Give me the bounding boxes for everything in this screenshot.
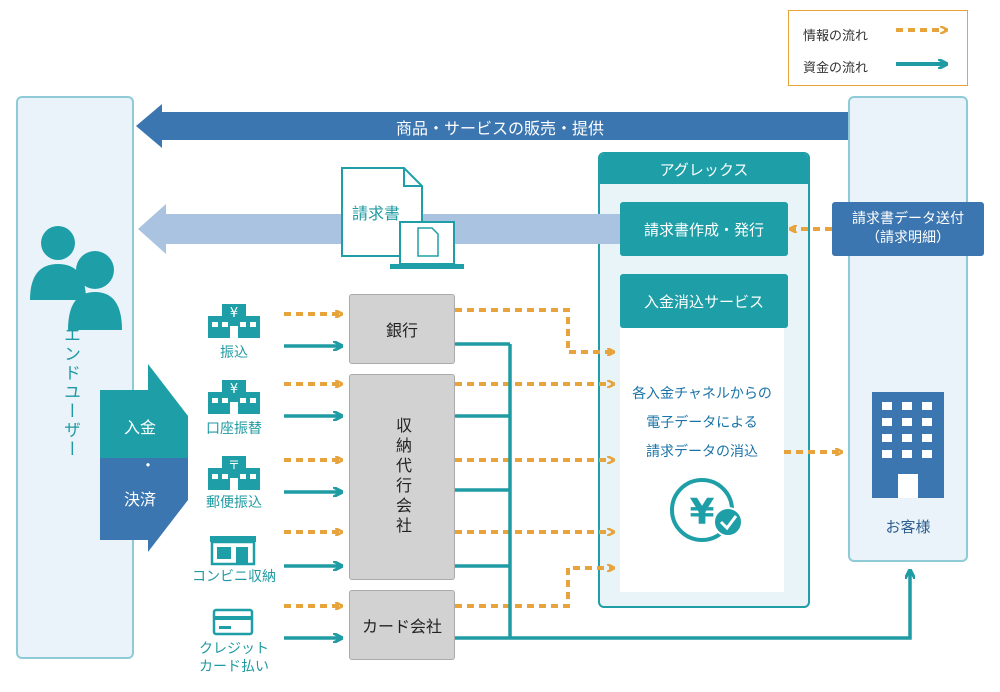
payment-label-sep: ・ — [140, 456, 157, 475]
legend: 情報の流れ 資金の流れ — [788, 10, 968, 86]
channel-convenience-store: コンビニ収納 — [192, 569, 276, 585]
payment-arrow-top — [100, 364, 188, 458]
send-invoice-data-box: 請求書データ送付 （請求明細） — [832, 202, 984, 256]
bank-transfer-icon: ¥ — [208, 304, 260, 338]
credit-card-icon — [212, 608, 254, 636]
channel-bank-transfer: 振込 — [220, 345, 248, 361]
end-user-label: エンドユーザー — [60, 326, 80, 459]
channel-credit-card: クレジット カード払い — [199, 641, 269, 675]
legend-info-label: 情報の流れ — [803, 29, 869, 44]
payment-label-top: 入金 — [124, 418, 157, 437]
end-user-icon — [30, 226, 122, 330]
invoice-service-button: 請求書作成・発行 — [620, 202, 788, 256]
invoice-doc-label: 請求書 — [351, 204, 400, 223]
reconcile-service-body — [620, 328, 784, 592]
sales-arrow — [136, 104, 848, 148]
channel-account-transfer: 口座振替 — [206, 421, 262, 437]
postal-transfer-icon: 〒 — [208, 456, 260, 490]
customer-building-icon — [872, 392, 944, 498]
convenience-store-icon — [210, 536, 256, 566]
end-user-panel — [16, 96, 134, 659]
sales-arrow-label: 商品・サービスの販売・提供 — [395, 119, 604, 138]
card-company-box: カード会社 — [349, 590, 455, 660]
reconcile-description: 各入金チャネルからの 電子データによる 請求データの消込 — [632, 386, 772, 460]
bank-box: 銀行 — [349, 294, 455, 364]
channel-postal-transfer: 郵便振込 — [206, 495, 262, 511]
reconcile-service-header: 入金消込サービス — [620, 274, 788, 328]
payment-label-bottom: 決済 — [124, 490, 157, 509]
legend-money-label: 資金の流れ — [803, 61, 869, 76]
svg-text:¥: ¥ — [230, 306, 238, 321]
svg-text:¥: ¥ — [689, 492, 714, 533]
account-transfer-icon: ¥ — [208, 380, 260, 414]
agrex-title: アグレックス — [600, 154, 808, 184]
collector-box: 収納代行会社 — [349, 374, 455, 580]
svg-text:〒: 〒 — [228, 458, 240, 472]
svg-text:¥: ¥ — [230, 382, 238, 397]
customer-label: お客様 — [885, 518, 931, 536]
payment-arrow-bottom — [100, 458, 188, 552]
invoice-document-icon — [341, 167, 464, 269]
yen-check-icon: ¥ — [670, 478, 743, 542]
